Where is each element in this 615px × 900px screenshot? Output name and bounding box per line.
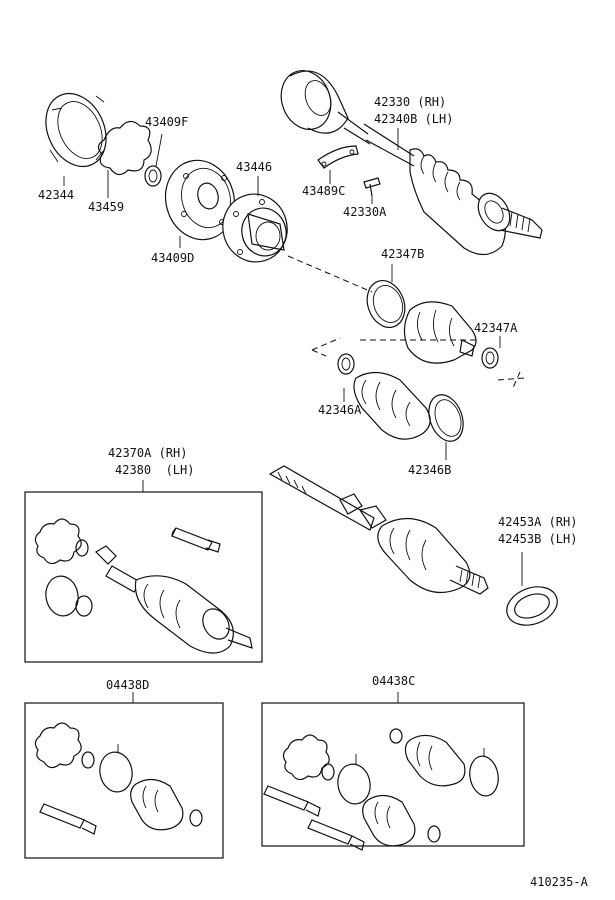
assembly-leader-flange (288, 256, 372, 292)
part-middle-drive-shaft (270, 466, 488, 594)
label-42453B: 42453B (LH) (498, 532, 577, 546)
part-42453-seal (501, 552, 562, 632)
kit-42370A-contents (35, 519, 252, 653)
label-42346B: 42346B (408, 463, 451, 477)
part-42330A-bolt (364, 178, 380, 204)
label-04438D: 04438D (106, 678, 149, 692)
label-42347B: 42347B (381, 247, 424, 261)
label-42346A: 42346A (318, 403, 362, 417)
label-42347A: 42347A (474, 321, 518, 335)
kit-04438D-contents (35, 723, 202, 834)
figure-id: 410235-A (530, 875, 589, 889)
part-42347B-band (361, 264, 411, 333)
label-42330: 42330 (RH) (374, 95, 446, 109)
label-42344: 42344 (38, 188, 74, 202)
kit-box-04438D (25, 703, 223, 858)
label-42453A: 42453A (RH) (498, 515, 577, 529)
label-43409D: 43409D (151, 251, 194, 265)
label-43446: 43446 (236, 160, 272, 174)
label-43459: 43459 (88, 200, 124, 214)
label-43409F: 43409F (145, 115, 188, 129)
label-42380: 42380 (LH) (115, 463, 194, 477)
kit-04438C-contents (264, 729, 501, 850)
part-43409F-ring (145, 134, 162, 186)
label-43489C: 43489C (302, 184, 345, 198)
part-42330-drive-shaft (273, 64, 542, 255)
label-42330A: 42330A (343, 205, 387, 219)
part-43489C-clip (318, 146, 358, 184)
part-42346A-boot (338, 354, 430, 439)
label-42340B: 42340B (LH) (374, 112, 453, 126)
part-42344-deflector (35, 84, 118, 186)
label-04438C: 04438C (372, 674, 415, 688)
label-42370A: 42370A (RH) (108, 446, 187, 460)
